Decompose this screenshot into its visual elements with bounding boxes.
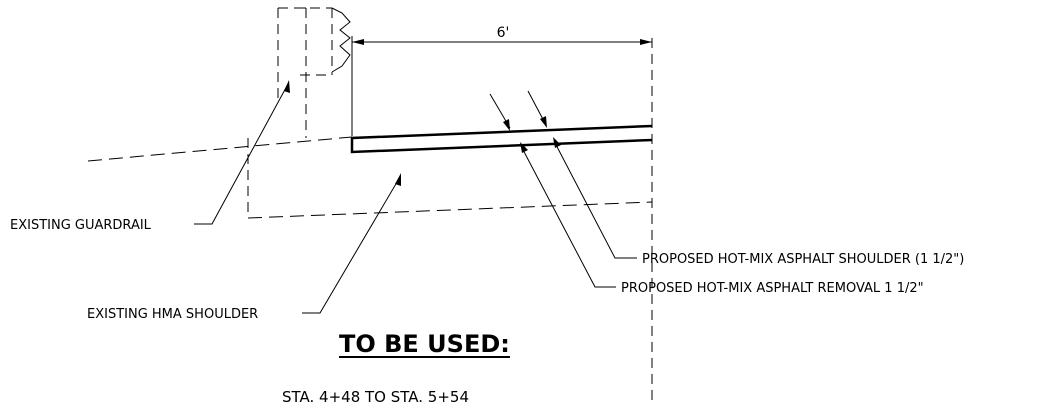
callout-proposed-shoulder: PROPOSED HOT-MIX ASPHALT SHOULDER (1 1/2… xyxy=(553,137,964,267)
label-proposed-shoulder: PROPOSED HOT-MIX ASPHALT SHOULDER (1 1/2… xyxy=(642,252,964,267)
proposed-shoulder-layer xyxy=(350,124,653,154)
note-heading: TO BE USED: xyxy=(339,330,510,358)
width-dimension: 6' xyxy=(351,25,652,136)
existing-surface-line xyxy=(87,136,353,162)
callout-proposed-removal: PROPOSED HOT-MIX ASPHALT REMOVAL 1 1/2" xyxy=(520,142,924,296)
dimension-label: 6' xyxy=(497,25,510,41)
label-proposed-removal: PROPOSED HOT-MIX ASPHALT REMOVAL 1 1/2" xyxy=(621,281,924,296)
note-station-range: STA. 4+48 TO STA. 5+54 xyxy=(282,388,469,406)
label-existing-hma-shoulder: EXISTING HMA SHOULDER xyxy=(87,307,258,322)
top-surface-arrows xyxy=(489,90,547,131)
guardrail-post xyxy=(277,7,351,138)
label-existing-guardrail: EXISTING GUARDRAIL xyxy=(10,218,152,233)
guardrail-beam xyxy=(331,7,351,73)
existing-shoulder-bottom-line xyxy=(247,201,653,219)
callout-existing-guardrail: EXISTING GUARDRAIL xyxy=(10,80,290,233)
callout-existing-hma-shoulder: EXISTING HMA SHOULDER xyxy=(87,173,401,322)
